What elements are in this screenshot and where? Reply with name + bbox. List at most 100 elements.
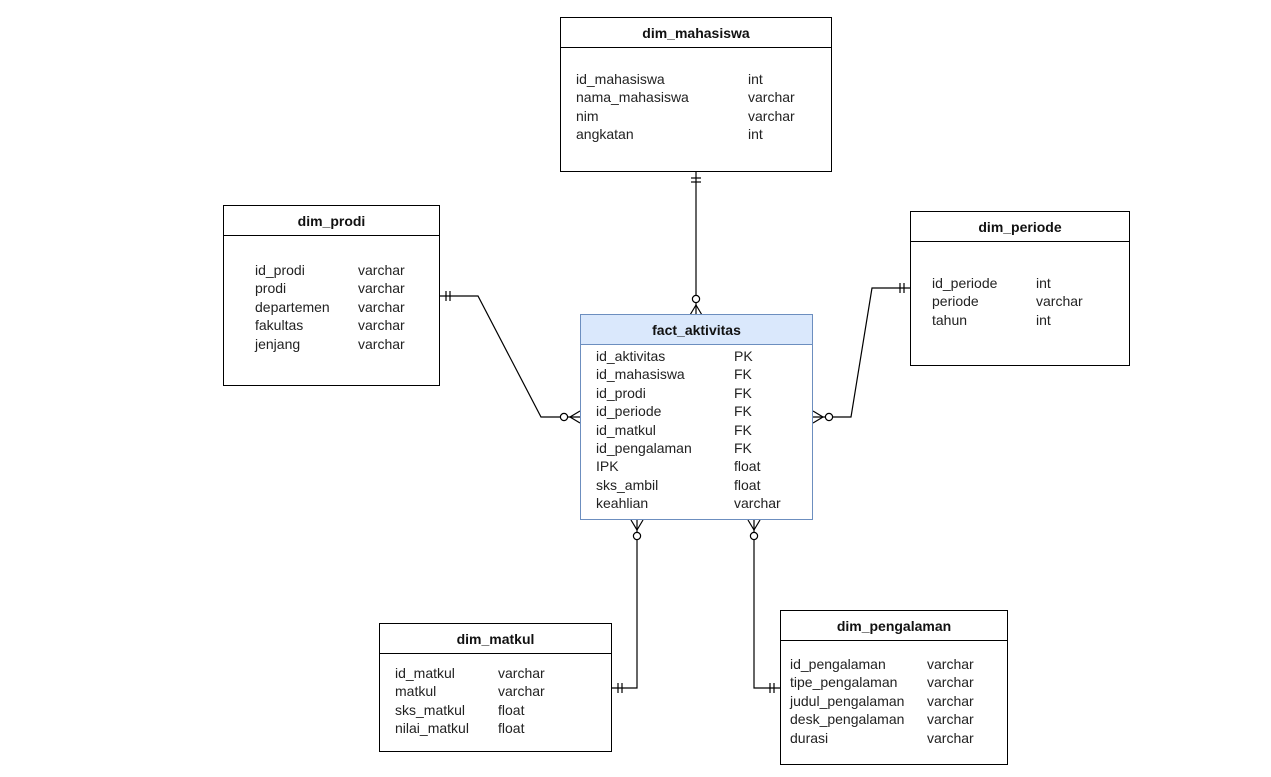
entity-title: dim_periode [911,212,1129,242]
entity-title: dim_mahasiswa [561,18,831,48]
column-name: departemen [255,298,330,315]
column-name: keahlian [596,495,649,512]
column-type: varchar [498,665,545,681]
column-type: float [734,458,761,475]
entity-title: fact_aktivitas [581,315,812,345]
column-row: nim varchar [561,107,831,125]
column-name: id_matkul [395,665,455,681]
relationship-mahasiswa-aktivitas[interactable] [689,172,703,316]
column-name: angkatan [576,126,634,143]
column-type: FK [734,403,752,420]
column-type: varchar [358,280,405,297]
column-name: id_prodi [596,384,646,401]
column-name: durasi [790,729,829,746]
column-name: id_aktivitas [596,348,666,364]
column-name: tipe_pengalaman [790,674,898,691]
column-type: varchar [927,729,974,746]
entity-dim-periode[interactable]: dim_periode id_periode int periode varchar… [910,211,1130,366]
column-type: FK [734,439,752,456]
column-name: matkul [395,683,437,700]
column-row: id_periode int [911,274,1129,292]
column-name: desk_pengalaman [790,711,905,728]
entity-fact-aktivitas[interactable]: fact_aktivitas id_aktivitas PK id_mahasis… [580,314,813,520]
column-type: varchar [1036,293,1083,310]
entity-title: dim_prodi [224,206,439,236]
column-type: float [734,476,761,493]
column-row: id_mahasiswa FK [581,365,812,383]
column-type: varchar [748,107,795,124]
column-name: id_pengalaman [596,439,692,456]
column-type: PK [734,348,753,364]
column-type: FK [734,384,752,401]
column-row: IPK float [581,457,812,475]
entity-title: dim_matkul [380,624,611,654]
column-type: varchar [927,656,974,672]
column-name: id_periode [596,403,662,420]
column-row: prodi varchar [224,279,439,297]
column-row: tipe_pengalaman varchar [781,673,1007,691]
column-row: departemen varchar [224,298,439,316]
column-type: varchar [927,711,974,728]
column-row: id_pengalaman FK [581,439,812,457]
column-row: id_mahasiswa int [561,70,831,88]
column-type: varchar [927,692,974,709]
column-row: nilai_matkul float [380,719,611,737]
column-row: id_periode FK [581,402,812,420]
column-name: sks_matkul [395,701,466,718]
column-row: sks_matkul float [380,701,611,719]
column-name: nama_mahasiswa [576,89,689,106]
column-name: IPK [596,458,619,475]
column-name: nim [576,107,599,124]
column-row: id_matkul varchar [380,664,611,682]
column-type: varchar [358,262,405,278]
column-name: tahun [932,311,968,328]
column-name: id_periode [932,275,998,291]
column-type: FK [734,366,752,383]
column-type: varchar [358,298,405,315]
column-row: id_pengalaman varchar [781,655,1007,673]
relationship-periode-aktivitas[interactable] [812,283,910,424]
column-name: sks_ambil [596,476,659,493]
column-type: FK [734,421,752,438]
column-name: id_pengalaman [790,656,886,672]
column-name: jenjang [255,335,301,352]
column-name: periode [932,293,979,310]
column-row: jenjang varchar [224,335,439,353]
column-row: periode varchar [911,292,1129,310]
column-row: desk_pengalaman varchar [781,710,1007,728]
column-name: fakultas [255,317,304,334]
column-type: int [748,126,763,143]
column-type: varchar [358,335,405,352]
column-name: prodi [255,280,287,297]
column-name: id_mahasiswa [596,366,685,383]
column-type: varchar [748,89,795,106]
column-row: id_prodi FK [581,384,812,402]
relationship-prodi-aktivitas[interactable] [440,291,581,424]
column-type: int [1036,275,1051,291]
column-type: varchar [927,674,974,691]
relationship-pengalaman-aktivitas[interactable] [747,519,780,693]
column-type: float [498,720,525,737]
column-type: float [498,701,525,718]
column-type: varchar [498,683,545,700]
column-name: nilai_matkul [395,720,469,737]
column-row: matkul varchar [380,682,611,700]
entity-title: dim_pengalaman [781,611,1007,641]
column-name: id_mahasiswa [576,71,665,87]
column-row: id_aktivitas PK [581,347,812,365]
column-type: int [748,71,763,87]
relationship-matkul-aktivitas[interactable] [612,519,644,693]
column-name: id_prodi [255,262,305,278]
column-name: judul_pengalaman [790,692,905,709]
column-row: sks_ambil float [581,476,812,494]
column-row: nama_mahasiswa varchar [561,88,831,106]
column-row: judul_pengalaman varchar [781,692,1007,710]
